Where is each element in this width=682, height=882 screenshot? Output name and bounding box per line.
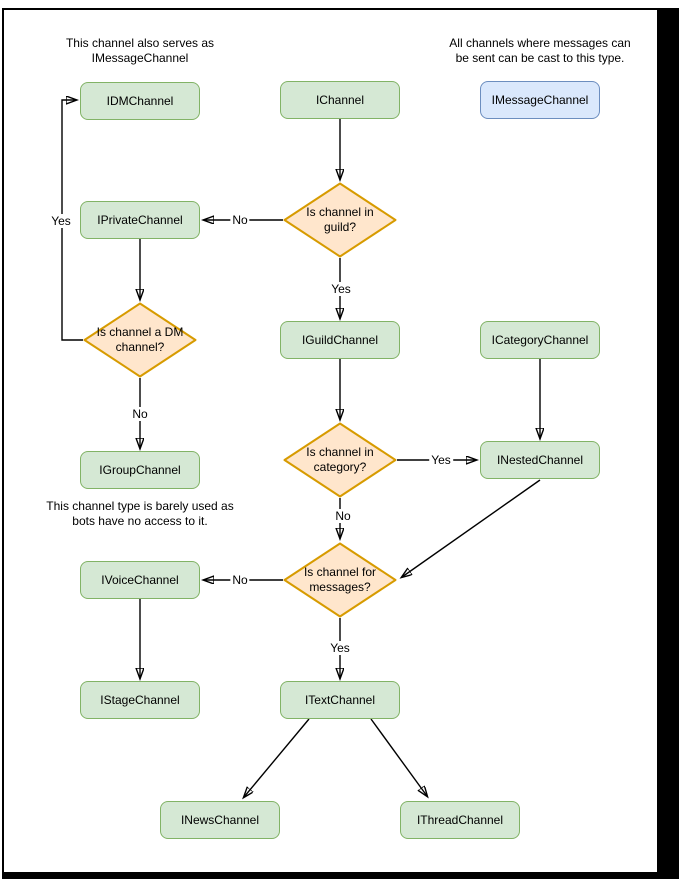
node-imessagechannel: IMessageChannel (480, 81, 600, 119)
node-ivoicechannel: IVoiceChannel (80, 561, 200, 599)
diamond-shape (83, 302, 197, 378)
node-icategorychannel: ICategoryChannel (480, 321, 600, 359)
decision-label: Is channel in category? (306, 445, 374, 474)
decision-label: Is channel for messages? (303, 565, 377, 594)
node-iguildchannel: IGuildChannel (280, 321, 400, 359)
node-ichannel: IChannel (280, 81, 400, 119)
diamond-shape (283, 182, 397, 258)
diamond-shape (283, 422, 397, 498)
node-inestedchannel: INestedChannel (480, 441, 600, 479)
note-group-barely-used: This channel type is barely used as bots… (46, 499, 234, 528)
node-iprivatechannel: IPrivateChannel (80, 201, 200, 239)
edge-label-category-yes: Yes (429, 453, 453, 467)
node-ithreadchannel: IThreadChannel (400, 801, 520, 839)
node-inewschannel: INewsChannel (160, 801, 280, 839)
note-imessage-cast: All channels where messages can be sent … (449, 36, 631, 65)
edge-label-category-no: No (333, 509, 353, 523)
node-istagechannel: IStageChannel (80, 681, 200, 719)
node-itextchannel: ITextChannel (280, 681, 400, 719)
decision-is-channel-for-messages: Is channel for messages? (283, 542, 397, 618)
edge-label-guild-no: No (230, 213, 250, 227)
edge-label-dm-no: No (130, 407, 150, 421)
edge-label-guild-yes: Yes (329, 282, 353, 296)
decision-is-channel-in-guild: Is channel in guild? (283, 182, 397, 258)
edge-label-dm-yes: Yes (49, 214, 73, 228)
node-idmchannel: IDMChannel (80, 82, 200, 120)
decision-label: Is channel a DM channel? (96, 325, 184, 354)
decision-is-channel-in-category: Is channel in category? (283, 422, 397, 498)
decision-label: Is channel in guild? (306, 205, 374, 234)
edge-nested-to-for-messages (402, 479, 541, 577)
edge-label-messages-yes: Yes (328, 641, 352, 655)
diamond-shape (283, 542, 397, 618)
edge-label-messages-no: No (230, 573, 250, 587)
node-igroupchannel: IGroupChannel (80, 451, 200, 489)
note-dm-serves-imessage: This channel also serves as IMessageChan… (65, 36, 215, 65)
decision-is-channel-a-dm: Is channel a DM channel? (83, 302, 197, 378)
edge-text-to-thread (370, 718, 427, 796)
edge-text-to-news (244, 718, 310, 797)
